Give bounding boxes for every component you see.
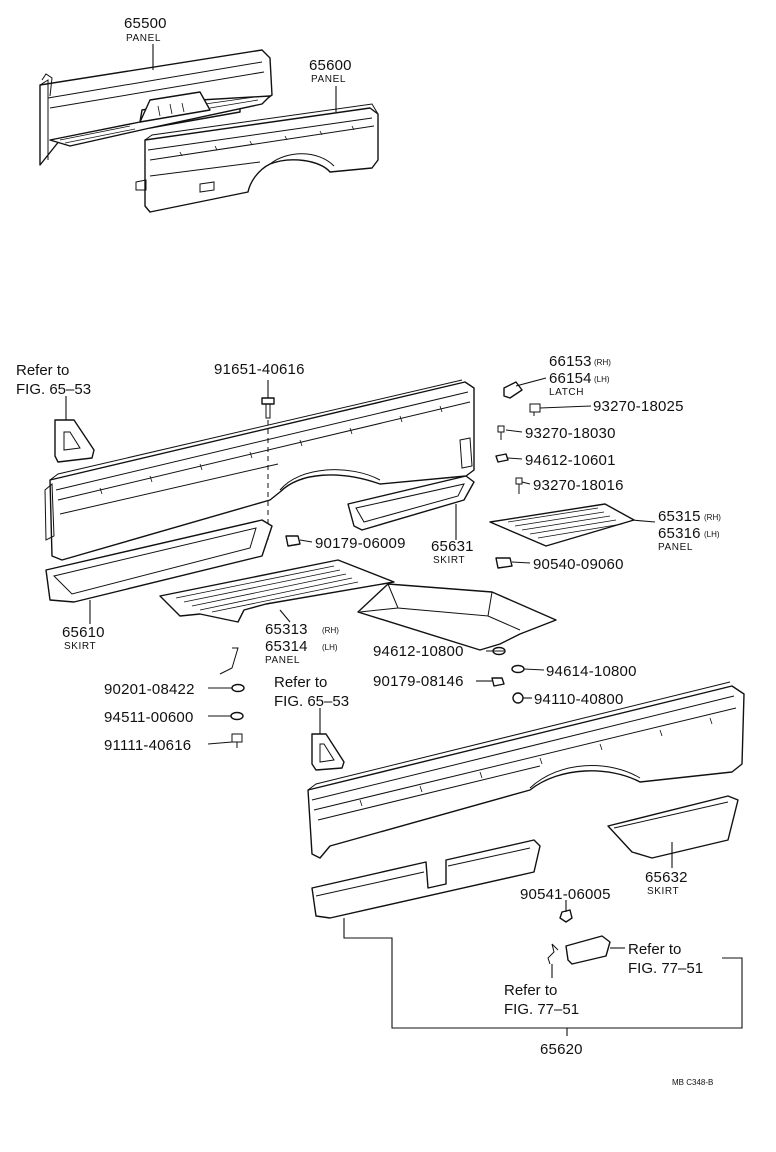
washers-cluster-drawing	[491, 646, 525, 704]
ref-77-51-b-line2: FIG. 77–51	[504, 1001, 579, 1018]
label-65500-desc: PANEL	[126, 33, 161, 44]
label-65313-side: (RH)	[322, 626, 339, 635]
label-90541-06005: 90541-06005	[520, 886, 611, 903]
label-65610: 65610	[62, 624, 105, 641]
floor-cover-drawing	[357, 583, 557, 651]
label-65314: 65314	[265, 638, 308, 655]
label-65600-desc: PANEL	[311, 74, 346, 85]
skirt-65610-drawing	[45, 519, 273, 603]
label-91111-40616: 91111-40616	[104, 737, 191, 754]
label-65632-desc: SKIRT	[647, 886, 679, 897]
ref-65-53-a-line2: FIG. 65–53	[16, 381, 91, 398]
label-65500: 65500	[124, 15, 167, 32]
label-94110-40800: 94110-40800	[534, 691, 624, 708]
label-90540-09060: 90540-09060	[533, 556, 624, 573]
label-66154: 66154	[549, 370, 592, 387]
label-65314-side: (LH)	[322, 643, 338, 652]
label-91651-40616: 91651-40616	[214, 361, 305, 378]
bolt-91651-drawing	[261, 397, 275, 540]
nut-90179-06009-drawing	[285, 535, 301, 547]
ref-65-53-b-line1: Refer to	[274, 674, 327, 691]
label-latch-desc: LATCH	[549, 387, 584, 398]
ref-65-53-b-line2: FIG. 65–53	[274, 693, 349, 710]
panel-65600-drawing	[135, 103, 379, 213]
label-65610-desc: SKIRT	[64, 641, 96, 652]
ref-65-53-a-line1: Refer to	[16, 362, 69, 379]
label-65315: 65315	[658, 508, 701, 525]
label-65632: 65632	[645, 869, 688, 886]
label-94612-10800: 94612-10800	[373, 643, 464, 660]
label-66153-side: (RH)	[594, 358, 611, 367]
label-65313-desc: PANEL	[265, 655, 300, 666]
part-labels: 65500 PANEL 65600 PANEL Refer to FIG. 65…	[16, 15, 721, 1087]
bracket-65620-lines	[343, 918, 743, 1036]
ref-77-51-a-line1: Refer to	[628, 941, 681, 958]
hardware-left-drawing	[219, 647, 245, 748]
skirt-65620-drawing	[311, 839, 541, 919]
label-66154-side: (LH)	[594, 375, 610, 384]
label-65316: 65316	[658, 525, 701, 542]
label-65600: 65600	[309, 57, 352, 74]
label-65316-side: (LH)	[704, 530, 720, 539]
label-65315-desc: PANEL	[658, 542, 693, 553]
skirt-65632-drawing	[607, 795, 739, 859]
plug-90541-drawing	[547, 909, 611, 965]
spacer-90540-drawing	[495, 557, 513, 569]
label-93270-18030: 93270-18030	[525, 425, 616, 442]
ref-77-51-b-line1: Refer to	[504, 982, 557, 999]
label-90179-08146: 90179-08146	[373, 673, 464, 690]
label-94614-10800: 94614-10800	[546, 663, 637, 680]
skirt-65631-drawing	[347, 475, 475, 531]
side-panel-lh-drawing	[307, 681, 745, 859]
label-65620: 65620	[540, 1041, 583, 1058]
leader-lines	[65, 44, 673, 978]
label-65313: 65313	[265, 621, 308, 638]
label-65631-desc: SKIRT	[433, 555, 465, 566]
label-65631: 65631	[431, 538, 474, 555]
side-panel-rh-drawing	[44, 379, 475, 561]
label-94511-00600: 94511-00600	[104, 709, 194, 726]
label-90201-08422: 90201-08422	[104, 681, 195, 698]
panel-65315-drawing	[489, 503, 635, 547]
label-93270-18025: 93270-18025	[593, 398, 684, 415]
bracket-65-53-a-drawing	[54, 419, 95, 463]
label-65315-side: (RH)	[704, 513, 721, 522]
bracket-65-53-b-drawing	[311, 733, 345, 771]
panel-65313-drawing	[159, 559, 395, 623]
label-66153: 66153	[549, 353, 592, 370]
label-90179-06009: 90179-06009	[315, 535, 406, 552]
label-94612-10601: 94612-10601	[525, 452, 616, 469]
panel-65500-drawing	[39, 49, 273, 166]
label-93270-18016: 93270-18016	[533, 477, 624, 494]
figure-code: MB C348-B	[672, 1078, 713, 1087]
ref-77-51-a-line2: FIG. 77–51	[628, 960, 703, 977]
